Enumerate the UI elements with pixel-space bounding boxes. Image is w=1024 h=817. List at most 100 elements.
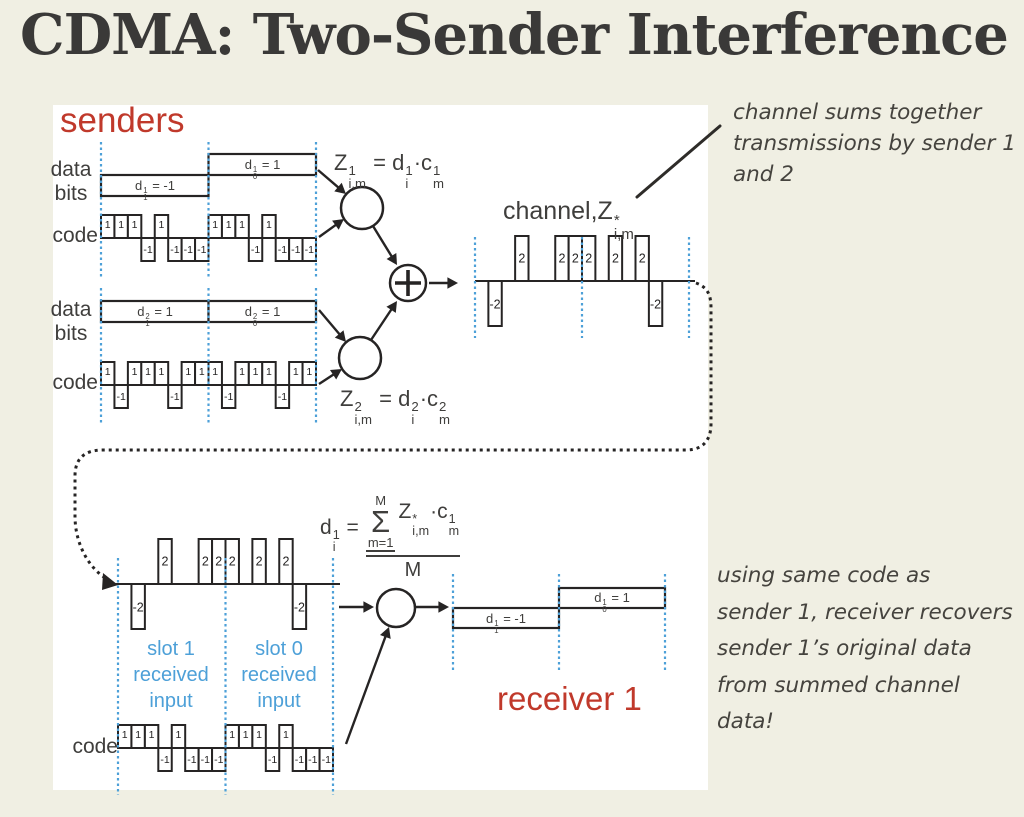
svg-text:2: 2 bbox=[572, 252, 579, 266]
svg-text:-2: -2 bbox=[294, 601, 305, 615]
svg-text:2: 2 bbox=[202, 555, 209, 569]
svg-text:1: 1 bbox=[145, 366, 151, 378]
svg-text:1: 1 bbox=[253, 366, 259, 378]
svg-text:1: 1 bbox=[122, 729, 128, 741]
svg-text:1: 1 bbox=[283, 729, 289, 741]
svg-text:-1: -1 bbox=[187, 754, 196, 766]
svg-text:1: 1 bbox=[212, 219, 218, 231]
annotation-pointer-line bbox=[635, 124, 722, 199]
svg-text:1: 1 bbox=[243, 729, 249, 741]
multiplier-and-adder-nodes bbox=[337, 185, 428, 629]
svg-text:-1: -1 bbox=[184, 244, 193, 256]
slot-boundary-lines bbox=[99, 142, 691, 795]
svg-text:1: 1 bbox=[266, 219, 272, 231]
svg-text:-1: -1 bbox=[224, 391, 233, 403]
svg-text:2: 2 bbox=[256, 555, 263, 569]
sender1-code-label: code bbox=[52, 224, 98, 247]
svg-text:2: 2 bbox=[518, 252, 525, 266]
receiver-annotation: using same code as sender 1, receiver re… bbox=[717, 563, 1013, 735]
svg-text:1: 1 bbox=[185, 366, 191, 378]
svg-text:-1: -1 bbox=[268, 754, 277, 766]
svg-text:-1: -1 bbox=[291, 244, 300, 256]
svg-text:1: 1 bbox=[132, 219, 138, 231]
svg-text:1: 1 bbox=[212, 366, 218, 378]
sender2-data-bits-label: data bits bbox=[50, 298, 92, 345]
svg-text:1: 1 bbox=[226, 219, 232, 231]
svg-text:2: 2 bbox=[612, 252, 619, 266]
svg-text:1: 1 bbox=[239, 219, 245, 231]
svg-text:1: 1 bbox=[135, 729, 141, 741]
svg-text:-1: -1 bbox=[251, 244, 260, 256]
svg-text:-1: -1 bbox=[322, 754, 331, 766]
svg-text:-2: -2 bbox=[133, 601, 144, 615]
svg-text:1: 1 bbox=[149, 729, 155, 741]
svg-text:1: 1 bbox=[199, 366, 205, 378]
svg-text:2: 2 bbox=[282, 555, 289, 569]
svg-text:-1: -1 bbox=[197, 244, 206, 256]
dotted-path-arrowhead-icon bbox=[102, 573, 118, 590]
page-title: CDMA: Two-Sender Interference bbox=[20, 2, 1009, 68]
svg-text:2: 2 bbox=[639, 252, 646, 266]
svg-text:2: 2 bbox=[558, 252, 565, 266]
svg-text:-1: -1 bbox=[214, 754, 223, 766]
svg-text:-1: -1 bbox=[170, 391, 179, 403]
svg-text:2: 2 bbox=[162, 555, 169, 569]
svg-text:1: 1 bbox=[229, 729, 235, 741]
svg-text:1: 1 bbox=[159, 219, 165, 231]
sigma-stack: M Σ m=1 bbox=[365, 493, 396, 553]
svg-text:-2: -2 bbox=[650, 298, 661, 312]
svg-text:-1: -1 bbox=[295, 754, 304, 766]
svg-text:1: 1 bbox=[118, 219, 124, 231]
sigma-icon: Σ bbox=[371, 504, 391, 539]
svg-text:1: 1 bbox=[132, 366, 138, 378]
channel-to-receiver-dotted-path bbox=[73, 281, 713, 583]
svg-text:2: 2 bbox=[215, 555, 222, 569]
svg-text:-1: -1 bbox=[201, 754, 210, 766]
svg-text:1: 1 bbox=[105, 219, 111, 231]
fraction-denominator: M bbox=[404, 559, 422, 582]
svg-text:-1: -1 bbox=[160, 754, 169, 766]
svg-text:-1: -1 bbox=[278, 244, 287, 256]
svg-text:-1: -1 bbox=[143, 244, 152, 256]
svg-text:2: 2 bbox=[585, 252, 592, 266]
slot1-received-input-label: slot 1 received input bbox=[133, 638, 209, 712]
svg-text:-1: -1 bbox=[308, 754, 317, 766]
svg-text:-1: -1 bbox=[278, 391, 287, 403]
senders-label: senders bbox=[60, 101, 185, 140]
svg-text:1: 1 bbox=[256, 729, 262, 741]
svg-text:1: 1 bbox=[266, 366, 272, 378]
sum-upper-limit: M bbox=[375, 493, 387, 508]
receiver-code-label: code bbox=[72, 735, 118, 758]
svg-text:-1: -1 bbox=[305, 244, 314, 256]
slot0-received-input-label: slot 0 received input bbox=[241, 638, 317, 712]
svg-text:1: 1 bbox=[306, 366, 312, 378]
sum-lower-limit: m=1 bbox=[365, 535, 396, 553]
svg-text:-2: -2 bbox=[489, 298, 500, 312]
channel-annotation: channel sums together transmissions by s… bbox=[733, 100, 1016, 188]
fraction-bar bbox=[365, 555, 461, 558]
svg-text:-1: -1 bbox=[116, 391, 125, 403]
svg-text:2: 2 bbox=[229, 555, 236, 569]
svg-text:1: 1 bbox=[159, 366, 165, 378]
receiver-label: receiver 1 bbox=[497, 680, 642, 717]
svg-text:1: 1 bbox=[239, 366, 245, 378]
sender1-data-bits-label: data bits bbox=[50, 158, 92, 205]
svg-text:1: 1 bbox=[105, 366, 111, 378]
signal-arrows bbox=[317, 169, 458, 745]
svg-text:1: 1 bbox=[293, 366, 299, 378]
